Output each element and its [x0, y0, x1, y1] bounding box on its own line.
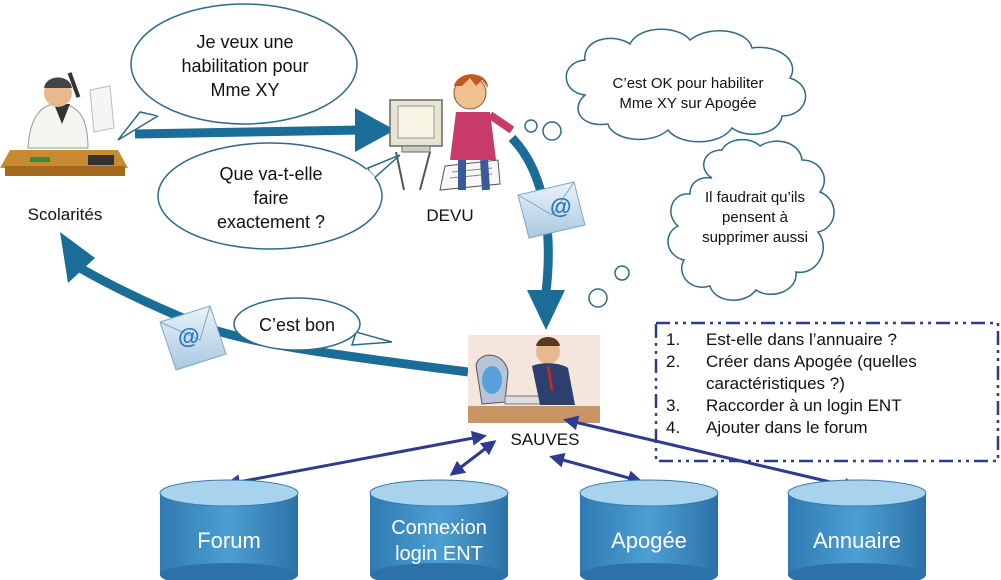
devu-person-icon — [389, 74, 515, 191]
email-envelope-icon-2: @ — [159, 305, 227, 371]
database-forum-icon — [159, 479, 299, 580]
speech-bubble-question — [157, 142, 401, 250]
bubble-text-ok: C’est OK pour habiliter Mme XY sur Apogé… — [612, 75, 764, 112]
step-item: 4. Ajouter dans le forum — [656, 417, 998, 439]
speech-bubble-request — [117, 3, 358, 141]
bubble-text-delete: Il faudrait qu’ils pensent à supprimer a… — [702, 189, 808, 246]
actor-label-devu: DEVU — [426, 206, 474, 225]
thought-cloud-ok — [524, 28, 807, 143]
bubble-text-done: C’est bon — [258, 315, 336, 335]
bubble-text-question: Que va-t-elle faire exactement ? — [216, 164, 326, 232]
step-text: Est-elle dans l’annuaire ? — [706, 330, 897, 349]
svg-text:@: @ — [550, 194, 571, 219]
database-label-apogee: Apogée — [611, 528, 687, 553]
link-connexion — [449, 440, 497, 476]
step-item: 1. Est-elle dans l’annuaire ? — [656, 329, 998, 351]
link-annuaire — [563, 415, 859, 493]
svg-text:@: @ — [178, 324, 199, 349]
database-label-annuaire: Annuaire — [812, 528, 902, 553]
step-text: Créer dans Apogée (quelles caractéristiq… — [706, 352, 917, 393]
link-apogee — [549, 452, 643, 486]
steps-list: 1. Est-elle dans l’annuaire ? 2. Créer dan… — [656, 323, 998, 461]
step-text: Ajouter dans le forum — [706, 418, 868, 437]
database-links — [225, 415, 859, 493]
thought-cloud-delete — [588, 138, 835, 308]
scolarites-person-icon — [0, 72, 128, 176]
step-item: 2. Créer dans Apogée (quelles caractérist… — [656, 351, 998, 395]
step-text: Raccorder à un login ENT — [706, 396, 902, 415]
actor-label-scolarites: Scolarités — [27, 205, 103, 224]
step-number: 4. — [666, 418, 681, 437]
email-envelope-icon-1: @ — [517, 181, 586, 239]
arrow-scolarites-to-devu — [134, 108, 395, 152]
step-number: 2. — [666, 352, 681, 371]
step-number: 1. — [666, 330, 681, 349]
link-forum — [225, 430, 487, 490]
step-number: 3. — [666, 396, 681, 415]
database-apogee-icon — [579, 479, 719, 580]
speech-bubble-done — [233, 297, 393, 351]
database-connexion-icon — [369, 479, 509, 580]
actor-label-sauves: SAUVES — [510, 430, 580, 449]
database-label-connexion: Connexion login ENT — [391, 517, 487, 565]
bubble-text-request: Je veux une habilitation pour Mme XY — [181, 32, 309, 100]
database-annuaire-icon — [787, 479, 927, 580]
database-label-forum: Forum — [197, 528, 261, 553]
sauves-person-icon — [468, 335, 600, 423]
step-item: 3. Raccorder à un login ENT — [656, 395, 998, 417]
